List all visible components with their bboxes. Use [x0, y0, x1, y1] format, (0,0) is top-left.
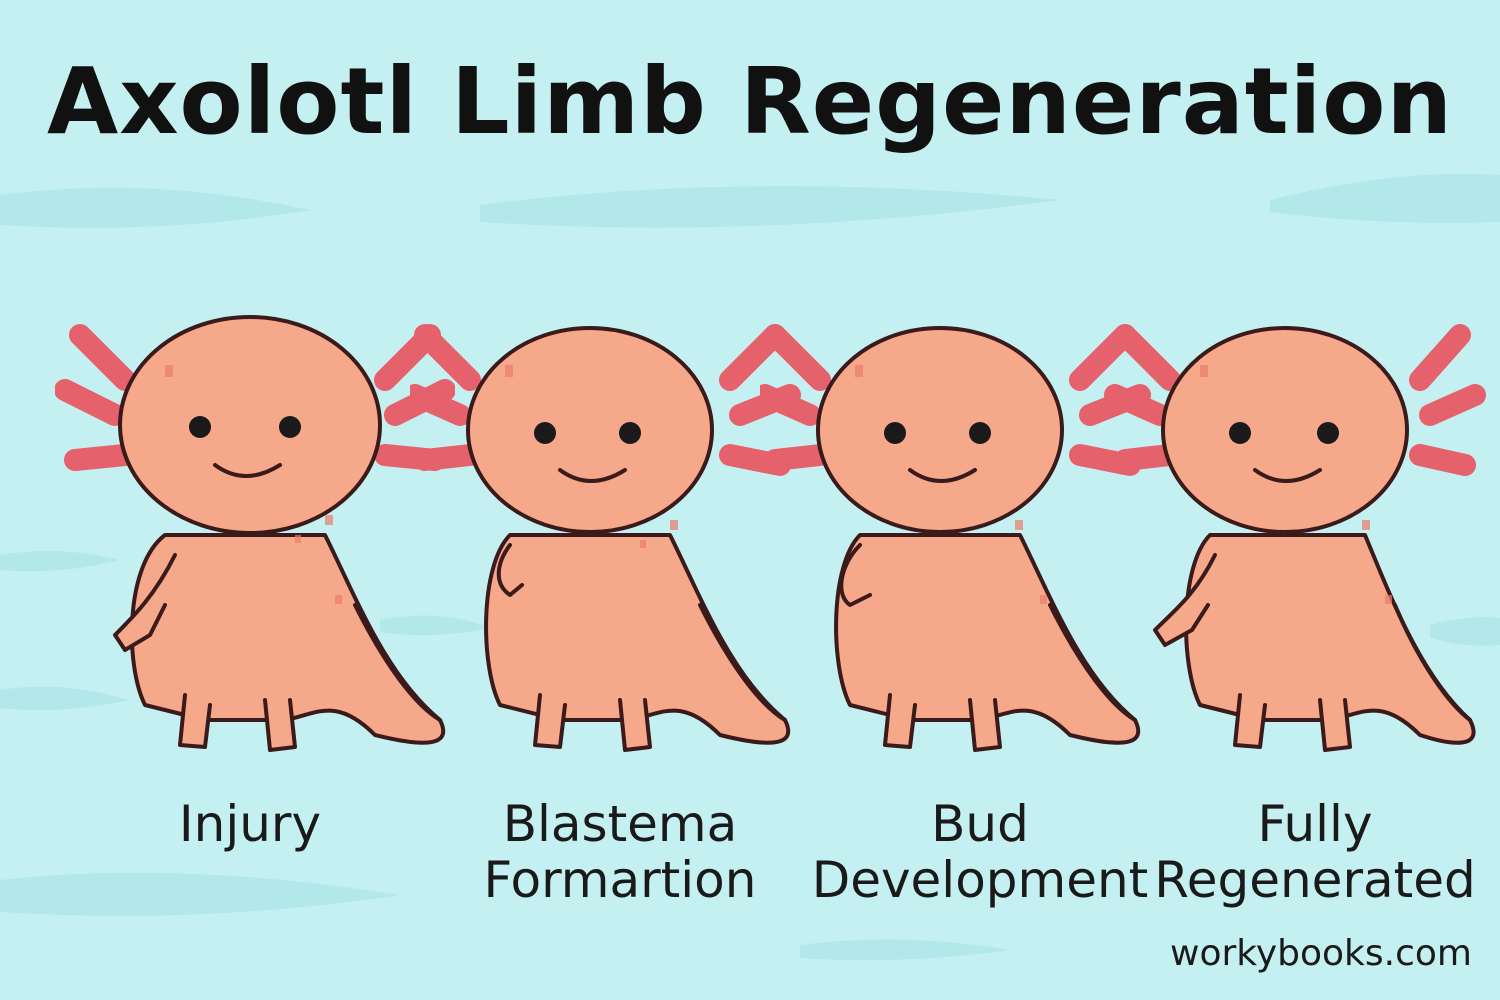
axolotl-injury-illustration [55, 265, 455, 775]
axolotl-regenerated-illustration [1100, 265, 1500, 775]
site-watermark: workybooks.com [1170, 933, 1472, 974]
axolotl-blastema-illustration [410, 265, 810, 775]
page-title: Axolotl Limb Regeneration [47, 48, 1453, 155]
stage-label-injury: Injury [178, 795, 322, 853]
axolotl-bud-illustration [760, 265, 1160, 775]
